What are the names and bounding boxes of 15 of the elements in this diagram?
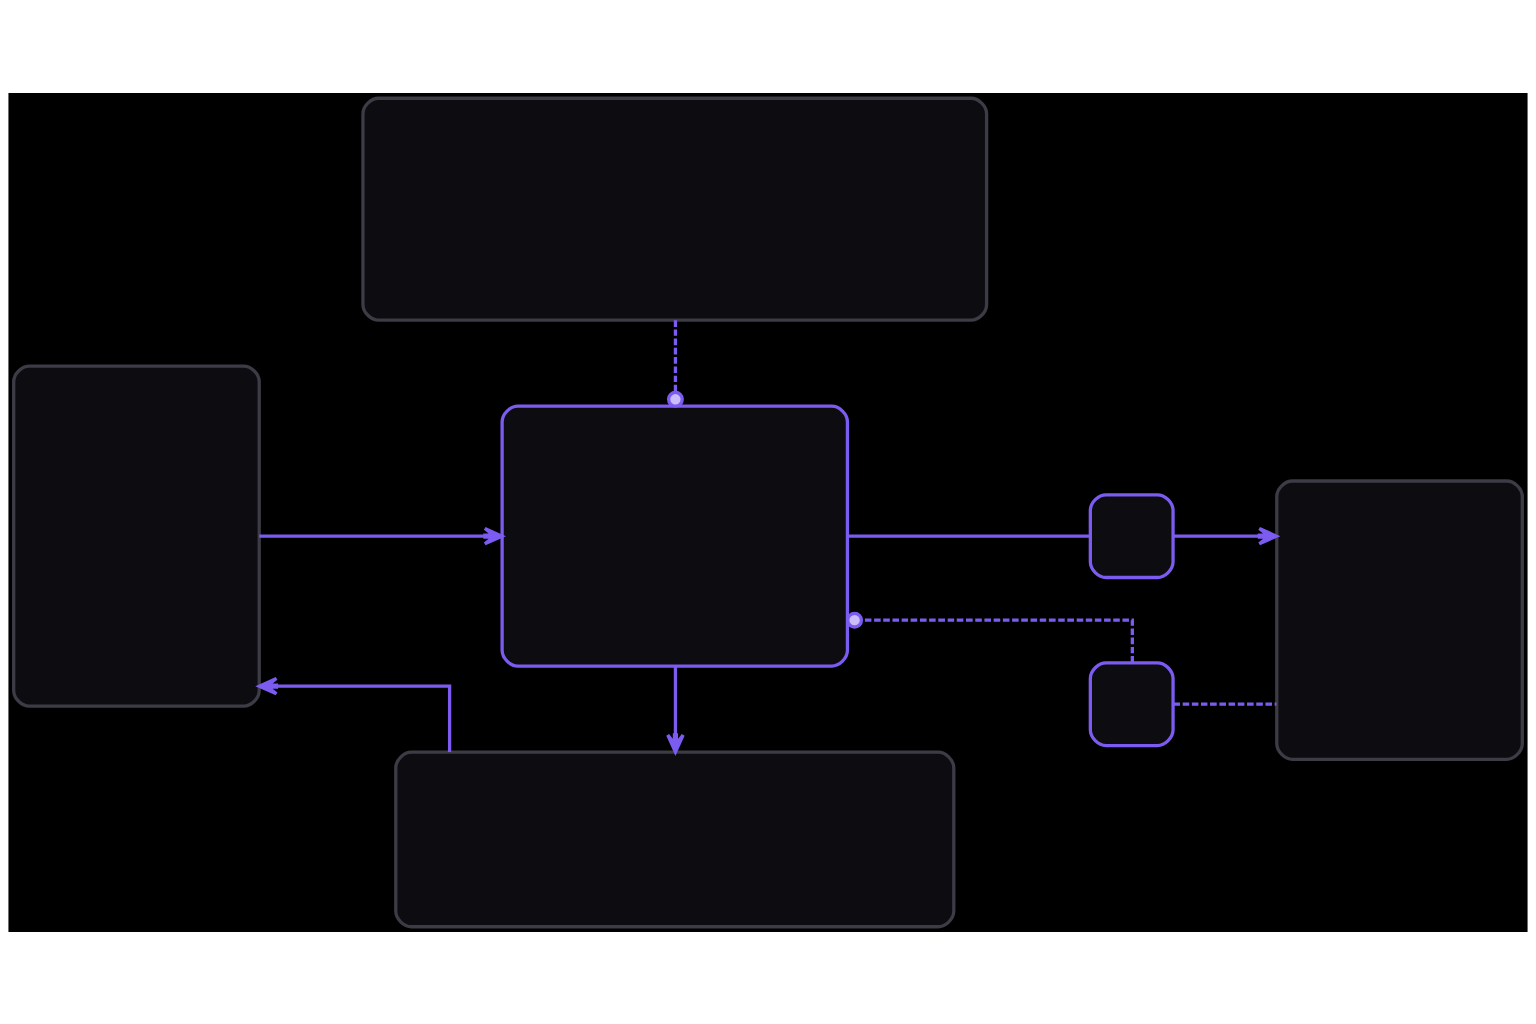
node-box [1088, 660, 1175, 747]
arrow [257, 676, 452, 752]
node-box [361, 96, 989, 322]
arrow [666, 666, 685, 754]
node-box [1275, 478, 1524, 761]
arrow [1173, 526, 1279, 545]
connector [846, 611, 1134, 663]
arrow [259, 526, 504, 545]
node-box [1088, 492, 1175, 579]
connector [666, 319, 684, 408]
connector [847, 534, 1090, 538]
node-box [394, 750, 956, 928]
node-box [500, 404, 850, 668]
node-box [12, 363, 261, 708]
connector [1173, 702, 1277, 706]
